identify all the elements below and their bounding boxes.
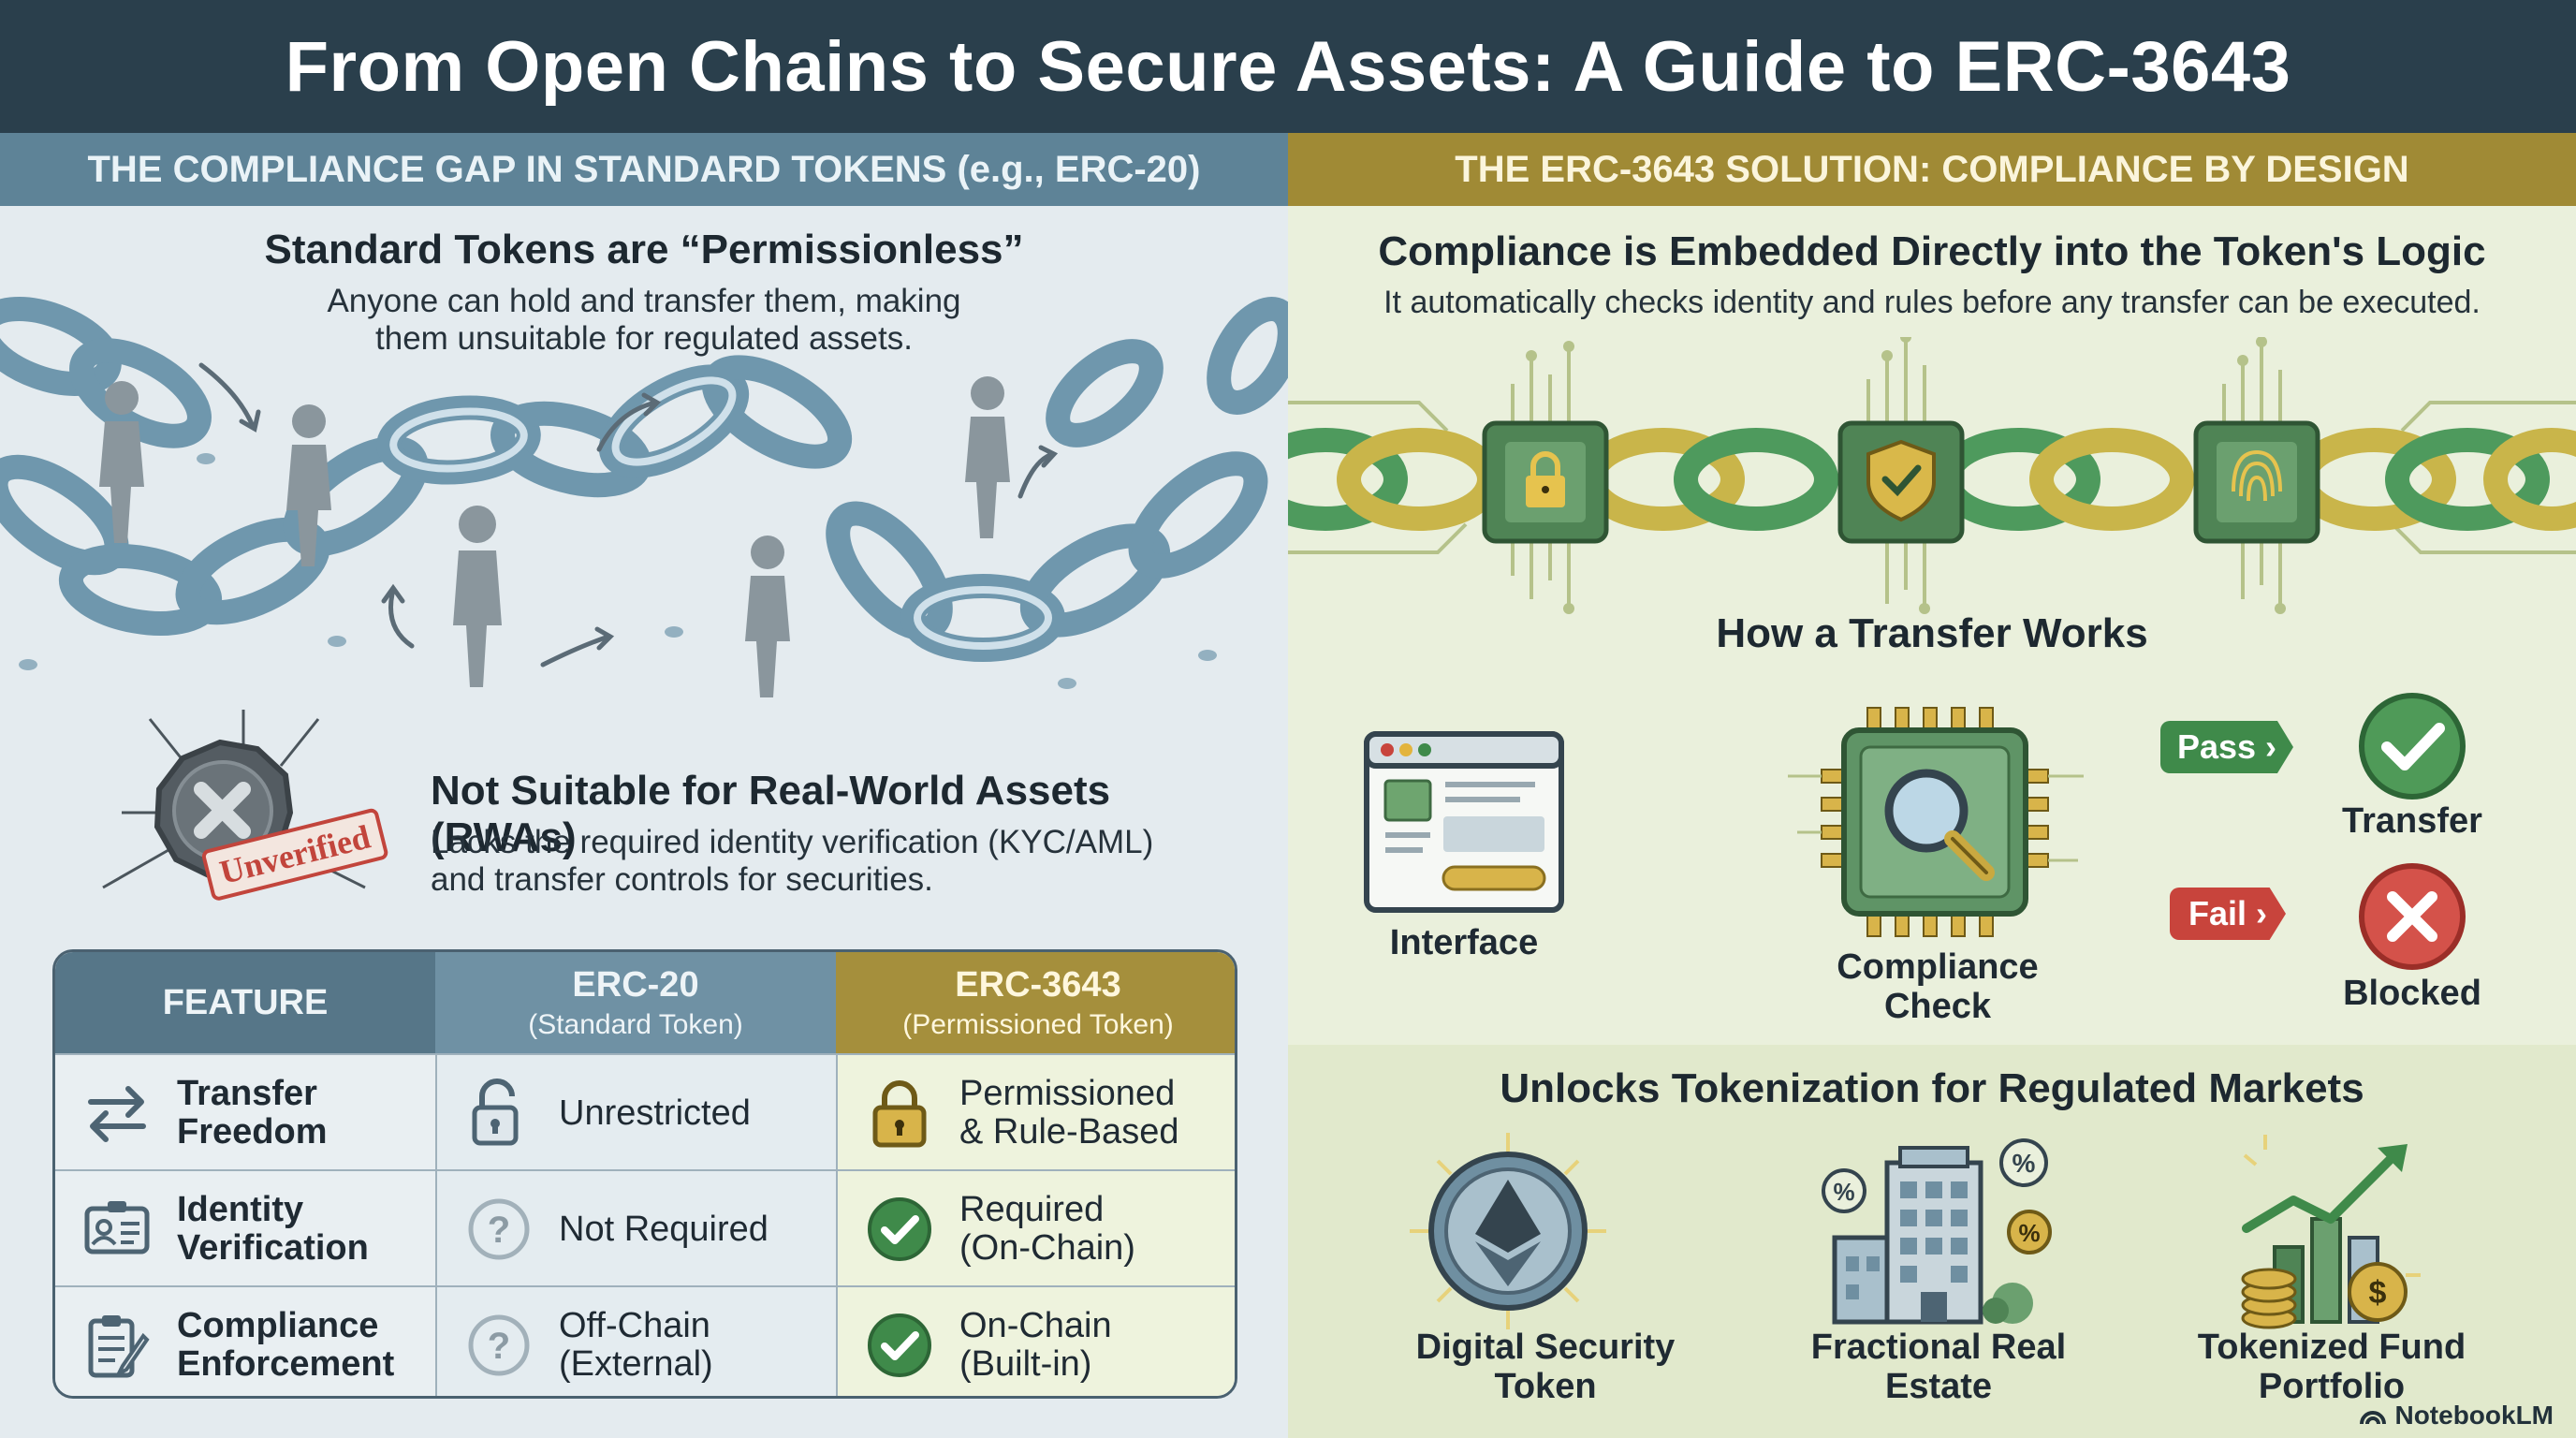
- col-header-erc3643: ERC-3643 (Permissioned Token): [836, 952, 1235, 1053]
- svg-text:%: %: [2012, 1149, 2036, 1178]
- chevron-right-icon: ›: [2256, 894, 2267, 932]
- ethereum-coin-icon: [1410, 1133, 1606, 1329]
- embedded-heading: Compliance is Embedded Directly into the…: [1378, 228, 2486, 274]
- svg-text:?: ?: [488, 1210, 510, 1251]
- question-mark-icon: ?: [468, 1314, 530, 1376]
- permissionless-subtext-1: Anyone can hold and transfer them, makin…: [327, 283, 961, 319]
- fund-portfolio-chart-icon: $: [2241, 1135, 2421, 1329]
- title-bar: From Open Chains to Secure Assets: A Gui…: [0, 0, 2576, 133]
- left-section-header: THE COMPLIANCE GAP IN STANDARD TOKENS (e…: [0, 133, 1288, 206]
- permissionless-heading: Standard Tokens are “Permissionless”: [264, 227, 1024, 272]
- question-mark-icon: ?: [468, 1198, 530, 1260]
- notebooklm-logo-icon: [2360, 1411, 2387, 1425]
- blocked-label: Blocked: [2343, 974, 2481, 1013]
- svg-text:%: %: [1833, 1178, 1854, 1206]
- rwa-heading: Not Suitable for Real-World Assets (RWAs…: [431, 768, 1111, 860]
- rwa-subtext-2: and transfer controls for securities.: [431, 861, 933, 898]
- col-header-feature: FEATURE: [55, 952, 435, 1053]
- rwa-subtext-1: Lacks the required identity verification…: [431, 824, 1154, 860]
- flow-heading: How a Transfer Works: [1716, 610, 2148, 656]
- unlocked-padlock-icon: [472, 1078, 519, 1146]
- brand-watermark: NotebookLM: [2359, 1401, 2554, 1431]
- page-title: From Open Chains to Secure Assets: A Gui…: [285, 26, 2291, 107]
- green-check-icon: [868, 1197, 931, 1261]
- blocked-x-icon: [2359, 863, 2466, 970]
- unlock-heading: Unlocks Tokenization for Regulated Marke…: [1500, 1065, 2364, 1111]
- id-card-icon: [84, 1201, 150, 1255]
- interface-window-icon: [1364, 731, 1564, 913]
- green-check-icon: [868, 1313, 931, 1377]
- svg-text:$: $: [2369, 1275, 2387, 1311]
- chevron-right-icon: ›: [2265, 727, 2277, 766]
- embedded-subtext: It automatically checks identity and rul…: [1383, 285, 2481, 320]
- broken-chain-illustration: [0, 297, 1288, 697]
- clipboard-pen-icon: [88, 1315, 150, 1378]
- fail-arrow-button: Fail›: [2170, 888, 2286, 940]
- transfer-check-icon: [2359, 693, 2466, 800]
- svg-text:?: ?: [488, 1326, 510, 1367]
- right-section-header: THE ERC-3643 SOLUTION: COMPLIANCE BY DES…: [1288, 133, 2576, 206]
- transfer-label: Transfer: [2342, 801, 2482, 841]
- compliance-check-chip-icon: [1788, 707, 2084, 937]
- secure-chain-illustration: [1288, 337, 2576, 614]
- svg-text:%: %: [2018, 1219, 2040, 1247]
- locked-padlock-icon: [872, 1080, 927, 1148]
- comparison-table: FEATURE ERC-20 (Standard Token) ERC-3643…: [52, 949, 1237, 1399]
- unverified-seal-icon: Unverified: [102, 710, 388, 901]
- permissionless-subtext-2: them unsuitable for regulated assets.: [375, 320, 913, 357]
- interface-label: Interface: [1389, 923, 1539, 962]
- col-header-erc20: ERC-20 (Standard Token): [435, 952, 836, 1053]
- building-percent-icon: % % %: [1822, 1138, 2052, 1325]
- pass-arrow-button: Pass›: [2160, 721, 2293, 773]
- transfer-arrows-icon: [88, 1086, 146, 1142]
